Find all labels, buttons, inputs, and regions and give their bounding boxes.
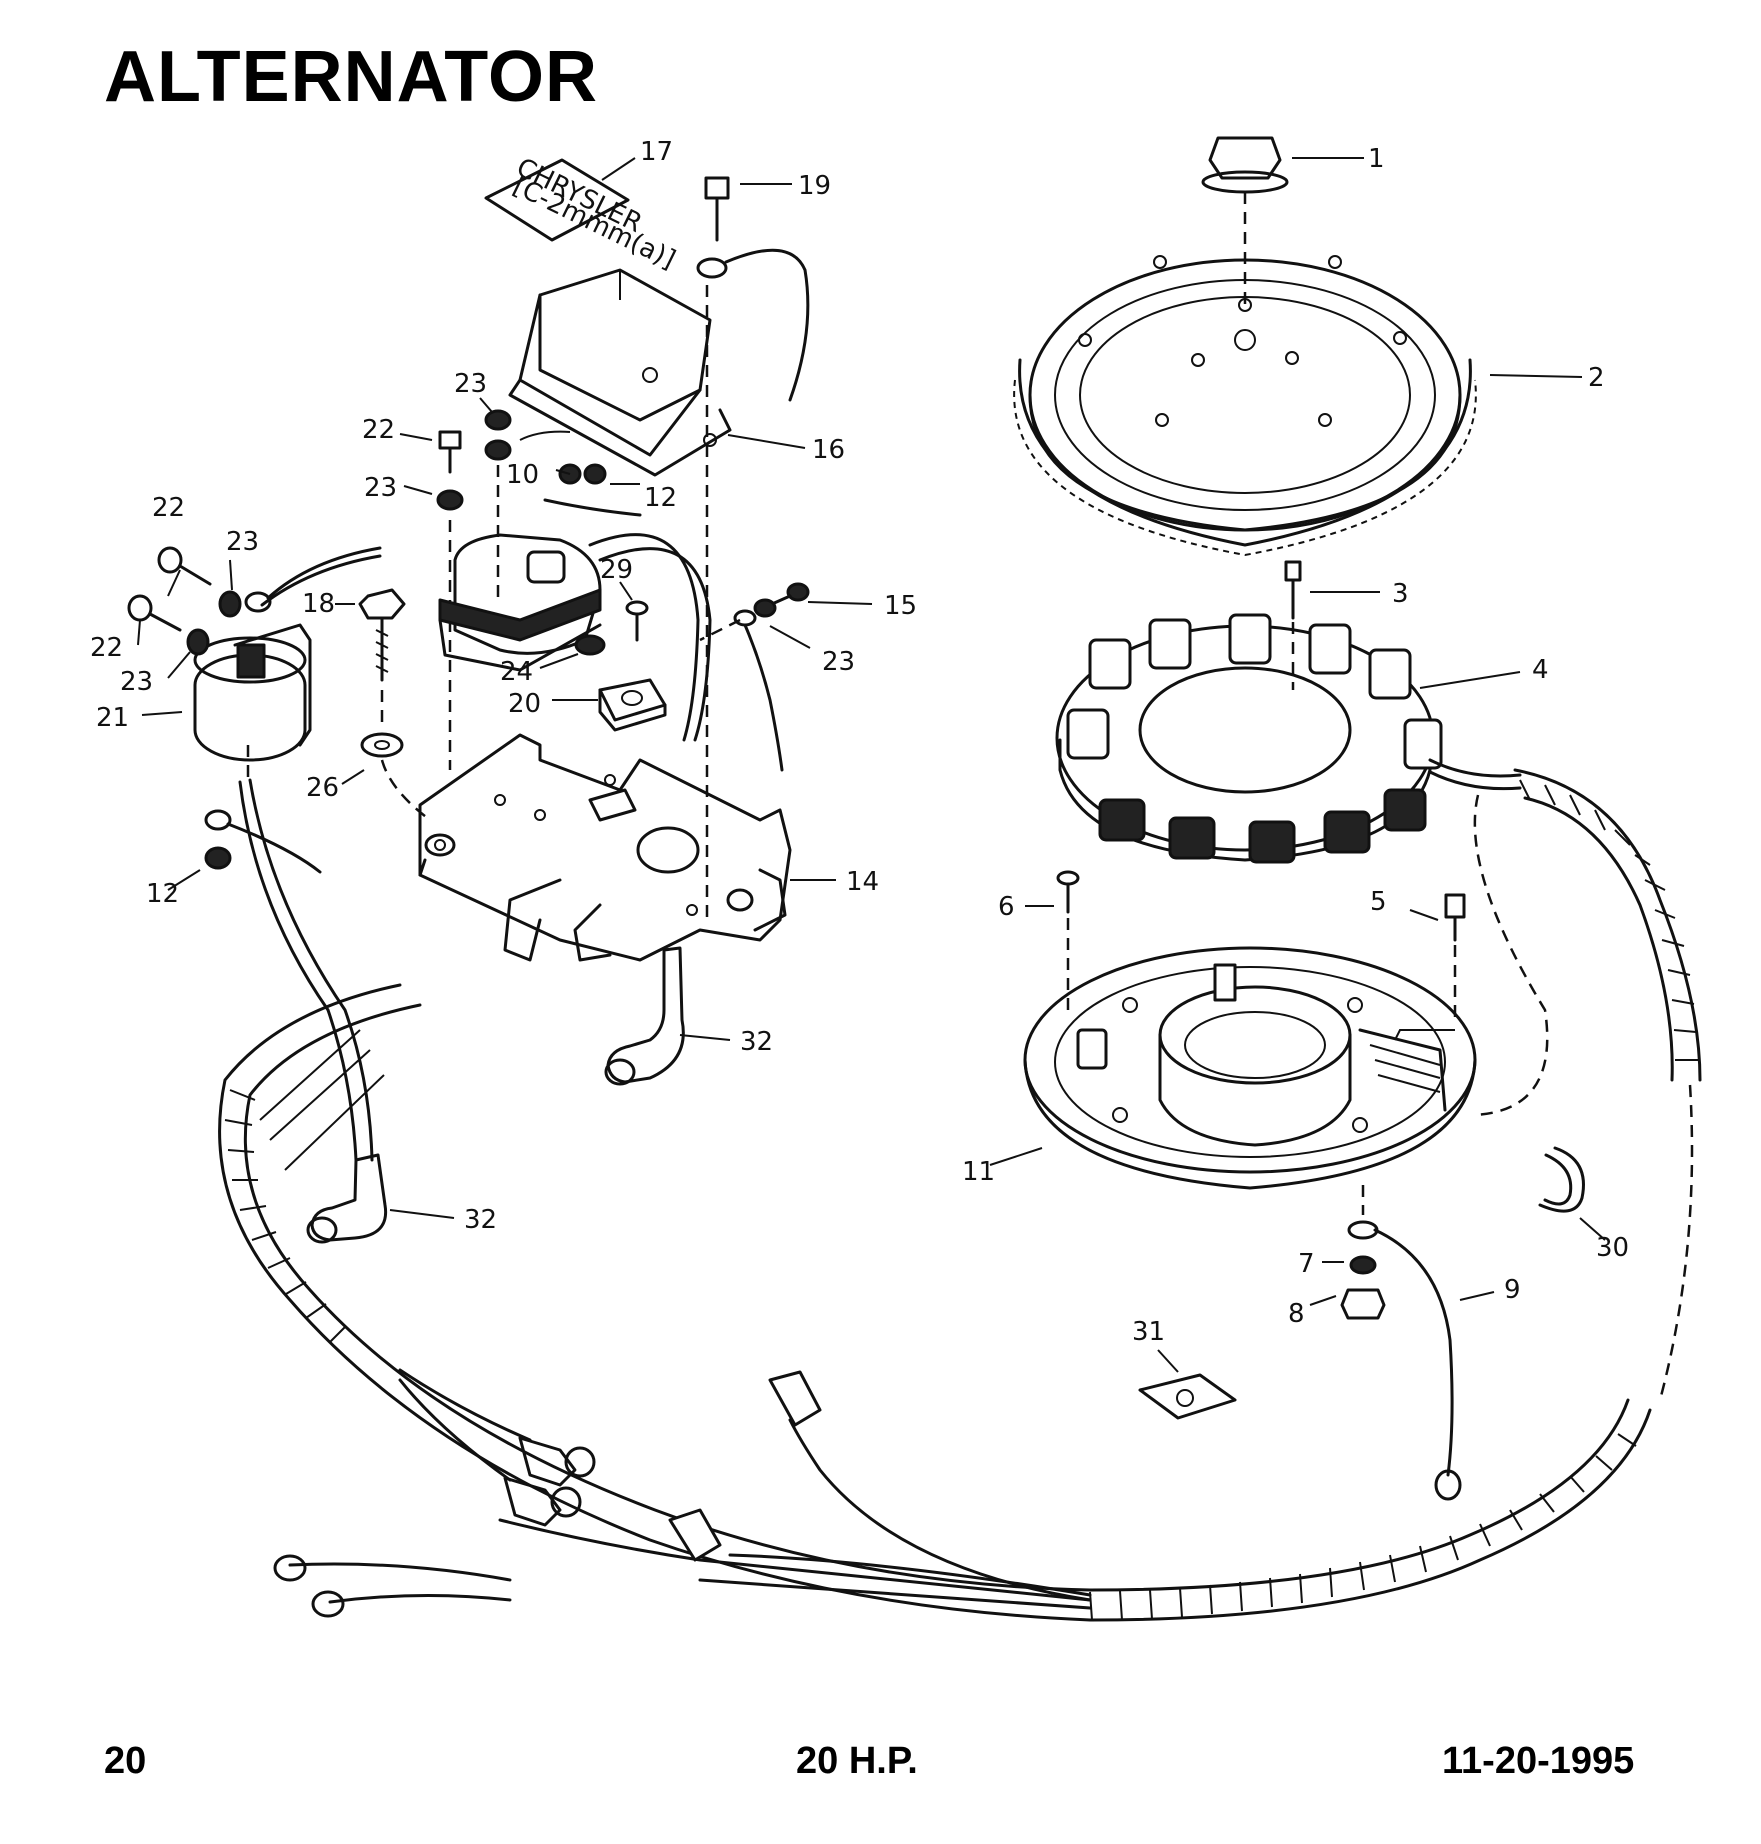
- mounting-screw-part: [1056, 870, 1080, 1010]
- callout-18: 18: [302, 589, 335, 619]
- callout-23-top: 23: [454, 369, 487, 399]
- callout-23-right: 23: [822, 647, 855, 677]
- lead-screw-part: [699, 582, 810, 772]
- switch-box-part: [508, 268, 732, 477]
- terminal-block-part: [574, 600, 667, 732]
- mounting-bracket-part: [418, 733, 792, 962]
- retaining-ring-part: [1538, 1146, 1585, 1213]
- callout-24: 24: [500, 657, 533, 687]
- callout-leaders: [137, 157, 1606, 1373]
- callout-12-upper: 12: [644, 483, 677, 513]
- callout-5: 5: [1370, 887, 1387, 917]
- callout-20: 20: [508, 689, 541, 719]
- callout-15: 15: [884, 591, 917, 621]
- coil-fasteners-left: [127, 546, 382, 874]
- callout-6: 6: [998, 892, 1015, 922]
- callout-21: 21: [96, 703, 129, 733]
- callout-17: 17: [640, 137, 673, 167]
- callout-22-left-bottom: 22: [90, 633, 123, 663]
- callout-23-left-bottom: 23: [120, 667, 153, 697]
- callout-29: 29: [600, 555, 633, 585]
- callout-22-upper: 22: [362, 415, 395, 445]
- callout-26: 26: [306, 773, 339, 803]
- main-wiring-harness: [218, 983, 1652, 1622]
- flywheel-part: [1013, 255, 1477, 557]
- spark-plug-boot-lower: [306, 1153, 388, 1244]
- footer-page-number: 20: [104, 1740, 147, 1782]
- stator-screw-part: [1284, 560, 1302, 690]
- footer-date: 11-20-1995: [1442, 1740, 1635, 1782]
- callout-labels: 1 2 3 4 5 6 7 8 9 10 11 12 12 14 15 16 1…: [90, 137, 1629, 1347]
- callout-8: 8: [1288, 1299, 1305, 1329]
- callout-32-upper: 32: [740, 1027, 773, 1057]
- callout-16: 16: [812, 435, 845, 465]
- callout-32-lower: 32: [464, 1205, 497, 1235]
- stator-part: [1055, 613, 1522, 864]
- callout-1: 1: [1368, 144, 1385, 174]
- armature-plate-part: [1023, 946, 1477, 1190]
- callout-3: 3: [1392, 579, 1409, 609]
- callout-4: 4: [1532, 655, 1549, 685]
- callout-10: 10: [506, 460, 539, 490]
- stator-harness-part: [1473, 768, 1702, 1401]
- ignition-coil-left-part: [193, 623, 374, 1162]
- ground-screw-part: [696, 176, 810, 920]
- callout-23-mid: 23: [364, 473, 397, 503]
- decal-part: CHRYSLER [C-2mmm(a)]: [484, 153, 680, 275]
- spark-plug-boot-upper: [604, 946, 685, 1086]
- bolt-and-washer-part: [358, 588, 431, 821]
- callout-31: 31: [1132, 1317, 1165, 1347]
- callout-23-left-top: 23: [226, 527, 259, 557]
- callout-7: 7: [1298, 1249, 1315, 1279]
- flywheel-nut-part: [1201, 136, 1289, 305]
- ignition-coil-center-part: [438, 533, 712, 742]
- ground-lead-hardware: [1340, 1185, 1462, 1501]
- callout-19: 19: [798, 171, 831, 201]
- clip-part: [1138, 1373, 1237, 1420]
- page-title: ALTERNATOR: [104, 37, 598, 117]
- callout-2: 2: [1588, 363, 1605, 393]
- callout-12-lower: 12: [146, 879, 179, 909]
- callout-22-left-top: 22: [152, 493, 185, 523]
- callout-30: 30: [1596, 1233, 1629, 1263]
- callout-14: 14: [846, 867, 879, 897]
- callout-9: 9: [1504, 1275, 1521, 1305]
- callout-11: 11: [962, 1157, 995, 1187]
- footer-model: 20 H.P.: [796, 1740, 918, 1782]
